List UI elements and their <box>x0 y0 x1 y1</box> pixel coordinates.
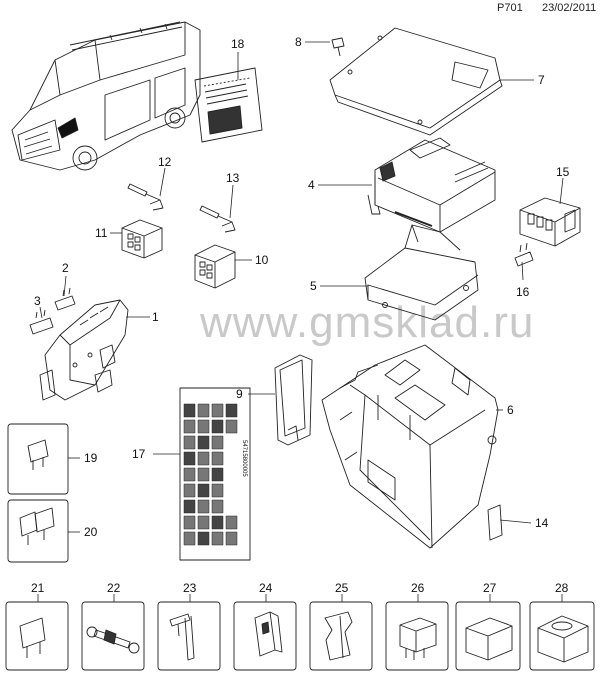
callout-23: 23 <box>183 581 197 595</box>
callout-28: 28 <box>555 581 569 595</box>
part-27-relay-medium <box>455 601 521 671</box>
part-11-connector <box>121 219 163 259</box>
part-19-mini-fuse <box>7 423 69 495</box>
part-26-relay-small <box>385 601 449 671</box>
page-code: P701 <box>497 2 523 14</box>
label-sheet-cell <box>183 499 196 514</box>
sheet-17-part-number: 54715800005 <box>241 440 247 477</box>
label-sheet-cell <box>211 419 224 434</box>
part-5-tray <box>364 224 479 321</box>
part-20-fuse-pair <box>7 499 69 563</box>
callout-3: 3 <box>34 294 41 308</box>
label-sheet-cell <box>211 435 224 450</box>
callout-20: 20 <box>84 525 98 539</box>
part-2-terminal <box>54 287 76 311</box>
part-1-fuse-carrier <box>39 299 129 401</box>
label-sheet-cell <box>197 467 210 482</box>
label-sheet-cell <box>183 483 196 498</box>
part-4-control-unit <box>367 137 496 233</box>
page-date: 23/02/2011 <box>542 2 597 14</box>
label-sheet-cell <box>183 419 196 434</box>
part-12-pin-terminal <box>127 183 164 211</box>
part-21-blade-fuse <box>5 601 69 671</box>
label-sheet-cell <box>197 499 210 514</box>
callout-12: 12 <box>158 155 172 169</box>
label-sheet-cell <box>211 467 224 482</box>
label-sheet-cell <box>197 403 210 418</box>
label-sheet-cell <box>225 403 238 418</box>
label-sheet-cell <box>197 451 210 466</box>
callout-2: 2 <box>62 261 69 275</box>
callout-25: 25 <box>335 581 349 595</box>
part-23-shunt <box>157 601 221 671</box>
part-22-strip-fuse <box>81 601 145 671</box>
callout-15: 15 <box>556 165 570 179</box>
label-sheet-cell <box>183 451 196 466</box>
callout-21: 21 <box>31 581 45 595</box>
leader-lines <box>37 41 564 602</box>
part-28-relay-large <box>529 601 595 671</box>
part-25-clip-holder <box>309 601 373 671</box>
callout-5: 5 <box>310 279 317 293</box>
callout-19: 19 <box>84 451 98 465</box>
label-sheet-cell <box>211 499 224 514</box>
callout-26: 26 <box>411 581 425 595</box>
part-17-fuse-label-sheet <box>179 387 251 561</box>
label-sheet-cell <box>183 531 196 546</box>
watermark: www.gmsklad.ru <box>200 298 535 347</box>
label-sheet-cell <box>225 419 238 434</box>
callout-9: 9 <box>236 387 243 401</box>
callout-4: 4 <box>308 178 315 192</box>
label-sheet-cell <box>211 483 224 498</box>
part-10-connector <box>194 244 236 289</box>
label-sheet-cell <box>211 515 224 530</box>
callout-16: 16 <box>516 285 530 299</box>
label-sheet-cell <box>197 435 210 450</box>
part-13-pin-terminal <box>199 205 236 233</box>
label-sheet-cell <box>211 531 224 546</box>
callout-7: 7 <box>538 73 545 87</box>
label-sheet-cell <box>225 531 238 546</box>
part-3-terminal <box>29 309 54 335</box>
label-sheet-cell <box>183 435 196 450</box>
label-sheet-cell <box>183 403 196 418</box>
label-sheet-cell <box>197 531 210 546</box>
part-8-screw <box>331 37 345 57</box>
callout-10: 10 <box>255 253 269 267</box>
label-sheet-cell <box>197 515 210 530</box>
callout-18: 18 <box>231 37 245 51</box>
part-6-fuse-box-housing <box>321 344 499 549</box>
part-9-side-panel <box>274 354 313 446</box>
callout-labels: 1 2 3 4 5 6 7 8 9 10 11 12 13 14 15 16 1… <box>31 35 570 595</box>
van-illustration <box>11 21 201 171</box>
callout-1: 1 <box>152 310 159 324</box>
callout-14: 14 <box>535 516 549 530</box>
part-16-terminal <box>514 242 534 267</box>
label-sheet-cell <box>183 467 196 482</box>
callout-6: 6 <box>507 403 514 417</box>
part-14-clip <box>487 504 503 541</box>
callout-8: 8 <box>295 35 302 49</box>
callout-22: 22 <box>107 581 121 595</box>
callout-13: 13 <box>226 171 240 185</box>
part-7-cover <box>329 27 503 136</box>
label-sheet-cell <box>211 403 224 418</box>
label-sheet-cell <box>197 483 210 498</box>
label-sheet-cell <box>211 451 224 466</box>
part-18-label-card <box>194 67 263 143</box>
part-15-connector-block <box>519 197 581 247</box>
callout-24: 24 <box>259 581 273 595</box>
label-sheet-cell <box>225 515 238 530</box>
part-24-relay-plug <box>233 601 297 671</box>
callout-17: 17 <box>132 447 146 461</box>
label-sheet-cell <box>183 515 196 530</box>
callout-27: 27 <box>483 581 497 595</box>
callout-11: 11 <box>95 226 108 240</box>
label-sheet-cell <box>197 419 210 434</box>
